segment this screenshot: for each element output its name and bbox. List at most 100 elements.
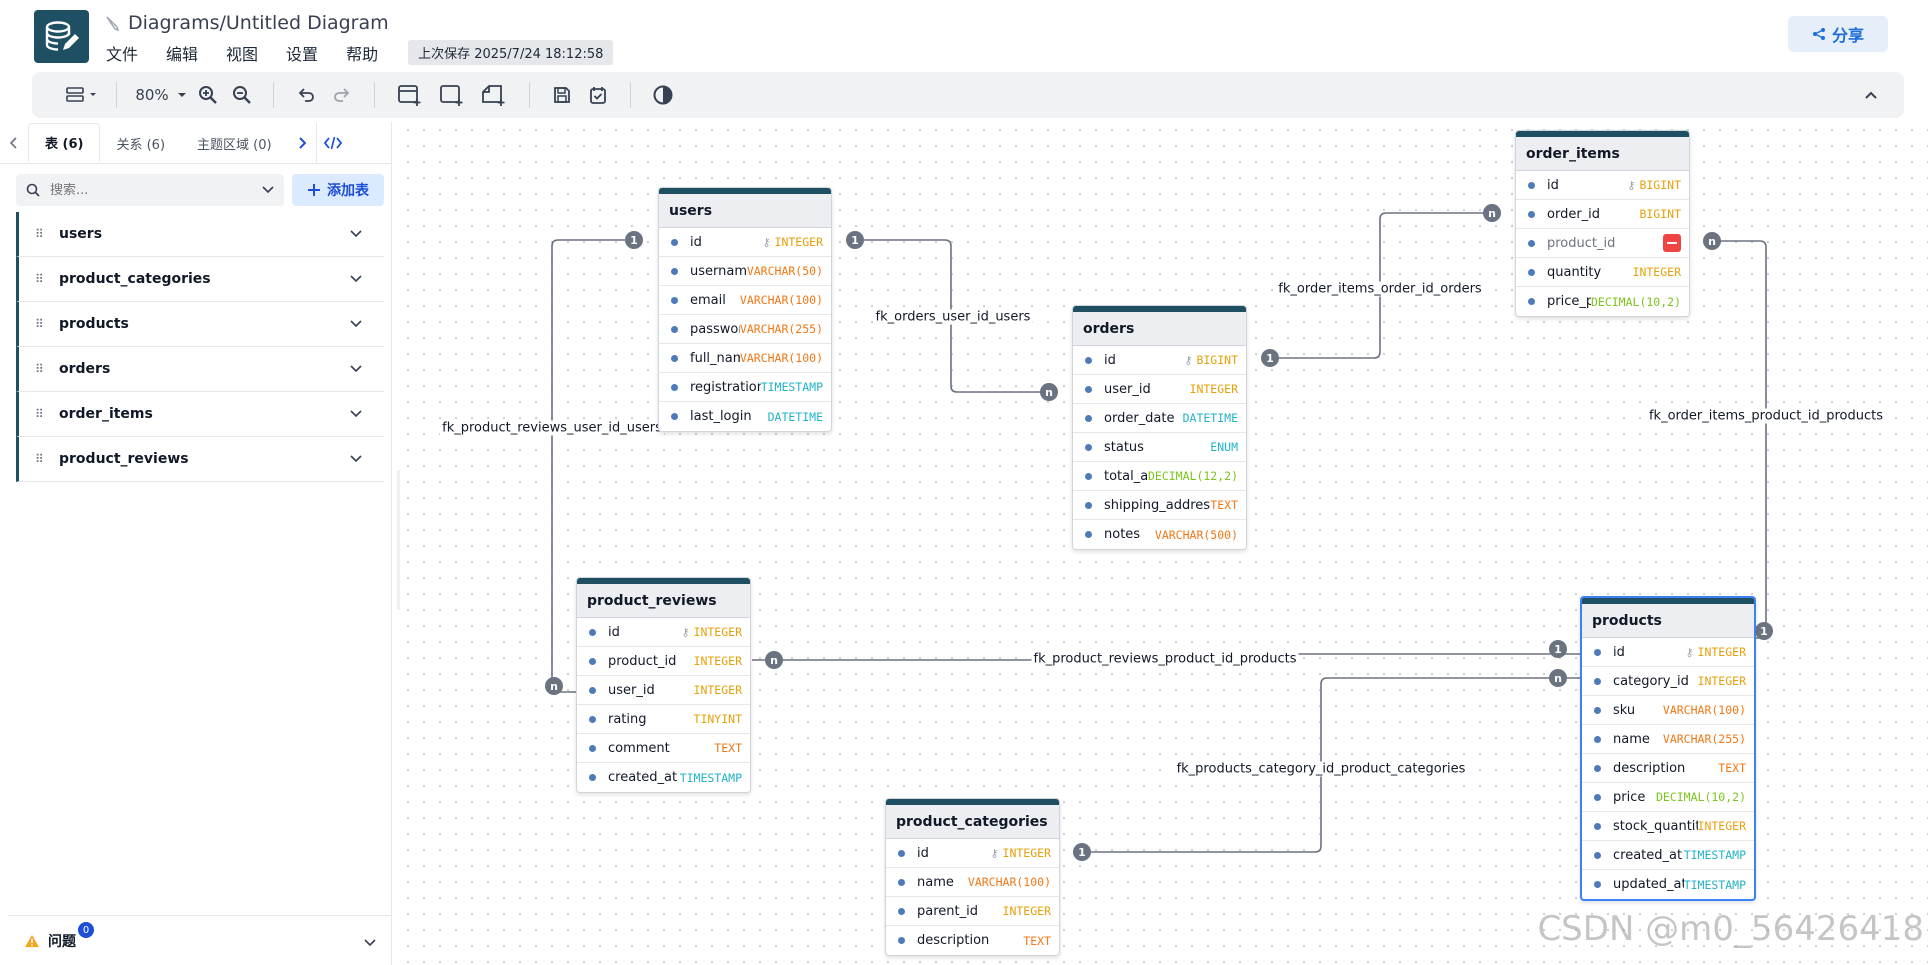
chevron-down-icon[interactable]: [262, 186, 274, 194]
relation-label[interactable]: fk_products_category_id_product_categori…: [1174, 761, 1468, 777]
table-field-row[interactable]: id⚷INTEGER: [577, 618, 750, 647]
table-search[interactable]: [16, 174, 284, 206]
collapse-toolbar-button[interactable]: [1858, 82, 1884, 108]
tab-tables[interactable]: 表 (6): [28, 123, 101, 163]
redo-button[interactable]: [324, 79, 360, 111]
table-name[interactable]: order_items: [1516, 137, 1689, 171]
field-handle-dot[interactable]: [1085, 385, 1092, 393]
table-node-users[interactable]: usersid⚷INTEGERusernameVARCHAR(50)emailV…: [658, 187, 832, 432]
add-note-button[interactable]: [473, 79, 515, 111]
share-button[interactable]: 分享: [1788, 16, 1888, 52]
field-handle-dot[interactable]: [1085, 414, 1092, 422]
field-handle-dot[interactable]: [1528, 298, 1535, 305]
relation-label[interactable]: fk_order_items_product_id_products: [1646, 408, 1886, 424]
undo-button[interactable]: [288, 79, 324, 111]
menu-help[interactable]: 帮助: [346, 44, 379, 64]
field-handle-dot[interactable]: [1085, 501, 1092, 509]
relation-label[interactable]: fk_orders_user_id_users: [873, 309, 1033, 325]
field-handle-dot[interactable]: [1594, 677, 1601, 685]
field-handle-dot[interactable]: [1594, 735, 1601, 743]
table-name[interactable]: orders: [1073, 312, 1246, 346]
drag-handle-icon[interactable]: ⠿: [35, 272, 44, 286]
field-handle-dot[interactable]: [1085, 531, 1092, 538]
field-handle-dot[interactable]: [1594, 822, 1601, 830]
table-field-row[interactable]: id⚷INTEGER: [659, 228, 831, 257]
chevron-down-icon[interactable]: [344, 455, 368, 463]
field-handle-dot[interactable]: [1594, 764, 1601, 772]
field-handle-dot[interactable]: [898, 937, 905, 944]
save-button[interactable]: [544, 79, 580, 111]
field-handle-dot[interactable]: [671, 238, 678, 246]
table-name[interactable]: product_categories: [886, 805, 1059, 839]
zoom-select[interactable]: 80%: [131, 79, 191, 111]
diagram-title[interactable]: Diagrams/Untitled Diagram: [128, 12, 389, 34]
field-handle-dot[interactable]: [1528, 210, 1535, 218]
drag-handle-icon[interactable]: ⠿: [35, 407, 44, 421]
table-field-row[interactable]: id⚷BIGINT: [1073, 346, 1246, 375]
table-name[interactable]: product_reviews: [577, 584, 750, 618]
chevron-down-icon[interactable]: [344, 230, 368, 238]
table-list-item[interactable]: ⠿ product_categories: [16, 257, 384, 302]
menu-view[interactable]: 视图: [226, 44, 259, 64]
field-handle-dot[interactable]: [1594, 851, 1601, 859]
field-handle-dot[interactable]: [671, 383, 678, 391]
zoom-in-button[interactable]: [191, 79, 225, 111]
table-list-item[interactable]: ⠿ product_reviews: [16, 437, 384, 482]
field-handle-dot[interactable]: [671, 413, 678, 420]
table-field-row[interactable]: total_a...DECIMAL(12,2): [1073, 462, 1246, 491]
add-area-button[interactable]: [431, 79, 473, 111]
table-field-row[interactable]: passwor...VARCHAR(255): [659, 315, 831, 344]
field-handle-dot[interactable]: [589, 686, 596, 694]
table-name[interactable]: products: [1582, 604, 1754, 638]
table-name[interactable]: users: [659, 194, 831, 228]
drag-handle-icon[interactable]: ⠿: [35, 362, 44, 376]
relation-label[interactable]: fk_order_items_order_id_orders: [1276, 281, 1484, 297]
code-view-button[interactable]: [315, 123, 350, 163]
table-field-row[interactable]: product_id: [1516, 229, 1689, 258]
chevron-down-icon[interactable]: [344, 410, 368, 418]
relation-label[interactable]: fk_product_reviews_user_id_users: [440, 420, 664, 436]
field-handle-dot[interactable]: [589, 715, 596, 723]
table-field-row[interactable]: id⚷INTEGER: [886, 839, 1059, 868]
tabs-prev-button[interactable]: [0, 123, 28, 163]
tab-relations[interactable]: 关系 (6): [116, 137, 166, 153]
sidebar-resize-handle[interactable]: [397, 470, 400, 610]
table-list-item[interactable]: ⠿ order_items: [16, 392, 384, 437]
relation-label[interactable]: fk_product_reviews_product_id_products: [1031, 651, 1299, 667]
field-handle-dot[interactable]: [1085, 356, 1092, 364]
chevron-down-icon[interactable]: [344, 365, 368, 373]
table-field-row[interactable]: registration...TIMESTAMP: [659, 373, 831, 402]
field-handle-dot[interactable]: [671, 296, 678, 304]
field-handle-dot[interactable]: [898, 849, 905, 857]
table-field-row[interactable]: usernameVARCHAR(50): [659, 257, 831, 286]
layout-menu-button[interactable]: [62, 79, 102, 111]
zoom-out-button[interactable]: [225, 79, 259, 111]
tab-subject-areas[interactable]: 主题区域 (0): [197, 137, 272, 153]
drag-handle-icon[interactable]: ⠿: [35, 227, 44, 241]
table-field-row[interactable]: id⚷BIGINT: [1516, 171, 1689, 200]
theme-toggle-button[interactable]: [645, 79, 681, 111]
field-handle-dot[interactable]: [589, 657, 596, 665]
add-table-button[interactable]: 添加表: [292, 174, 384, 206]
field-handle-dot[interactable]: [1594, 648, 1601, 656]
table-list-item[interactable]: ⠿ orders: [16, 347, 384, 392]
